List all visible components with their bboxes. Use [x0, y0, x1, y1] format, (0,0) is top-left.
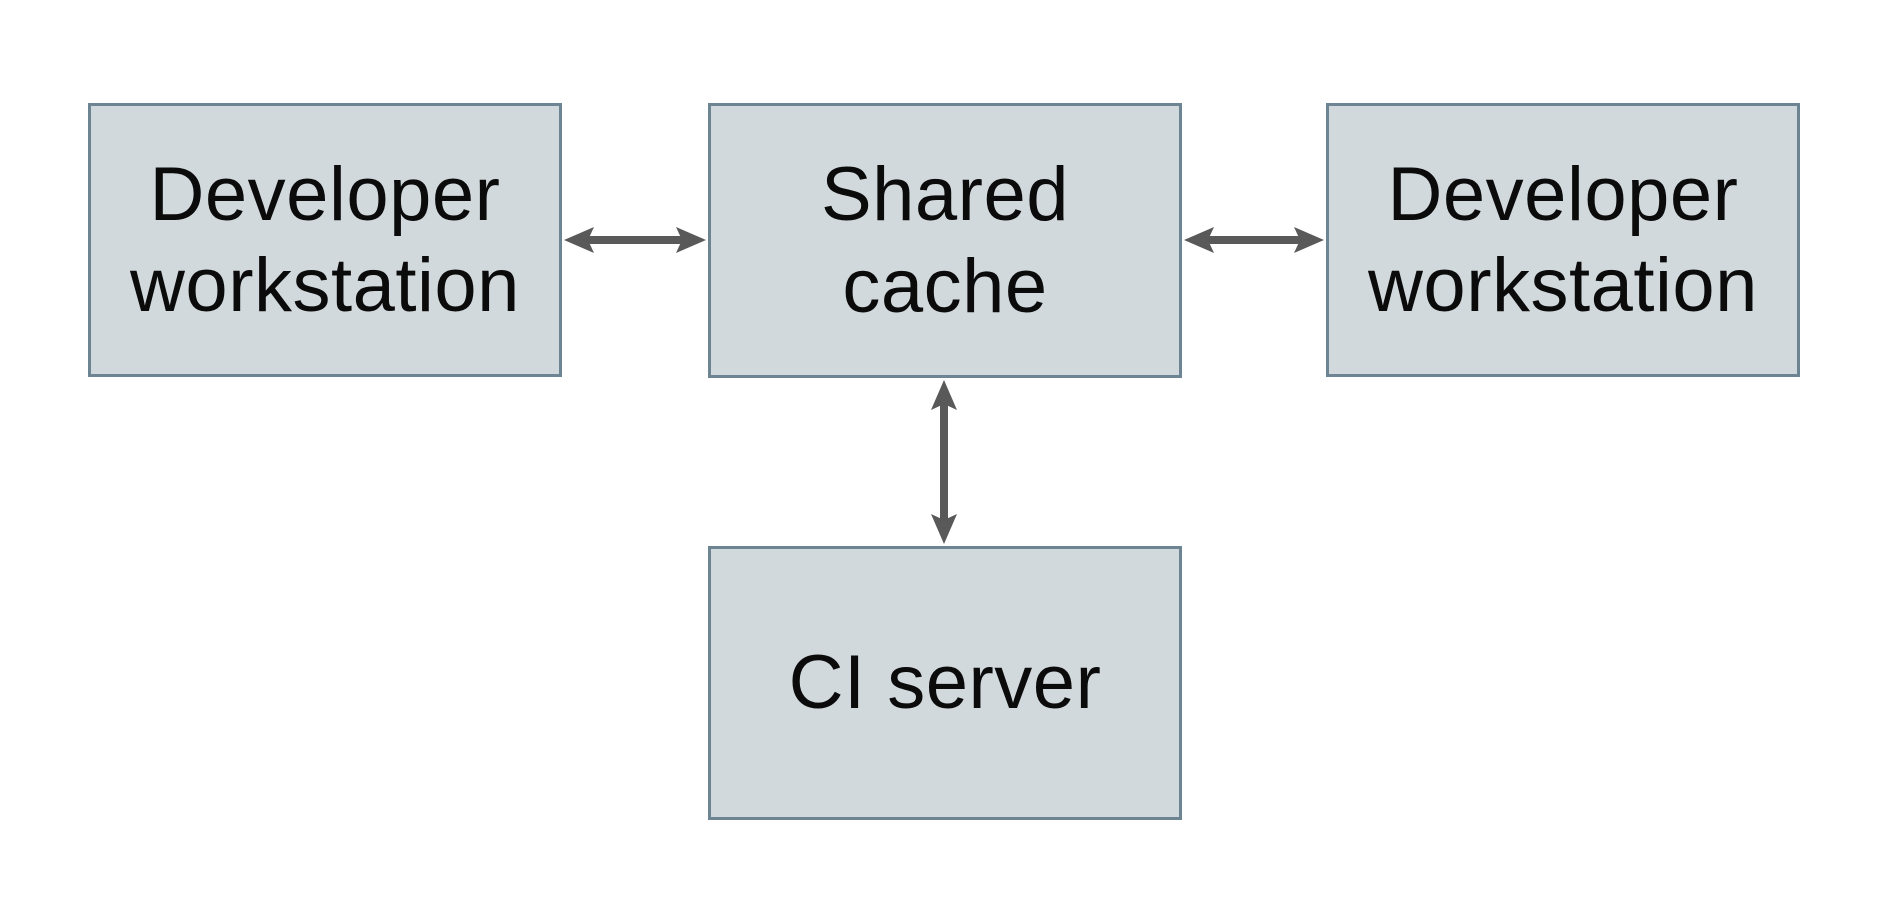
arrow-devleft-sharedcache	[564, 227, 706, 253]
arrow-sharedcache-devright	[1184, 227, 1324, 253]
node-shared-cache-label: Shared cache	[820, 152, 1070, 329]
node-ci-server: CI server	[708, 546, 1182, 820]
node-ci-server-label: CI server	[788, 640, 1102, 726]
node-developer-workstation-left-label: Developer workstation	[130, 151, 520, 328]
node-developer-workstation-left: Developer workstation	[88, 103, 562, 377]
node-developer-workstation-right-label: Developer workstation	[1368, 151, 1758, 328]
node-shared-cache: Shared cache	[708, 103, 1182, 378]
node-developer-workstation-right: Developer workstation	[1326, 103, 1800, 377]
arrow-sharedcache-ciserver	[931, 380, 957, 544]
